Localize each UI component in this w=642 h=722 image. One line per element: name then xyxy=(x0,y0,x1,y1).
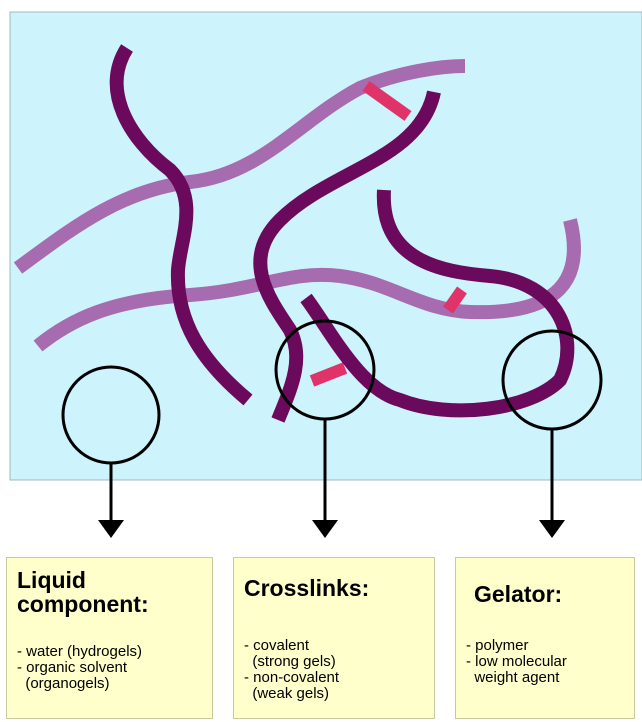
crosslinks-title: Crosslinks: xyxy=(244,576,424,600)
liquid-arrow-head xyxy=(98,520,124,538)
liquid-component-title: Liquid component: xyxy=(17,568,202,616)
gelator-title: Gelator: xyxy=(474,582,624,606)
crosslinks-box: Crosslinks: - covalent (strong gels) - n… xyxy=(233,557,435,719)
liquid-title-line2: component: xyxy=(17,592,202,616)
gelator-list: - polymer - low molecular weight agent xyxy=(466,638,624,686)
gelator-box: Gelator: - polymer - low molecular weigh… xyxy=(455,557,635,719)
gelator-arrow-head xyxy=(539,520,565,538)
crosslink-arrow-head xyxy=(312,520,338,538)
list-item: - covalent (strong gels) xyxy=(244,638,424,670)
crosslinks-list: - covalent (strong gels) - non-covalent … xyxy=(244,638,424,702)
liquid-component-list: - water (hydrogels) - organic solvent (o… xyxy=(17,644,202,692)
list-item: - polymer xyxy=(466,638,624,654)
gel-network-panel xyxy=(10,12,642,480)
liquid-title-line1: Liquid xyxy=(17,568,202,592)
list-item: - non-covalent (weak gels) xyxy=(244,670,424,702)
list-item: - water (hydrogels) xyxy=(17,644,202,660)
liquid-component-box: Liquid component: - water (hydrogels) - … xyxy=(6,557,213,719)
list-item: - low molecular weight agent xyxy=(466,654,624,686)
list-item: - organic solvent (organogels) xyxy=(17,660,202,692)
